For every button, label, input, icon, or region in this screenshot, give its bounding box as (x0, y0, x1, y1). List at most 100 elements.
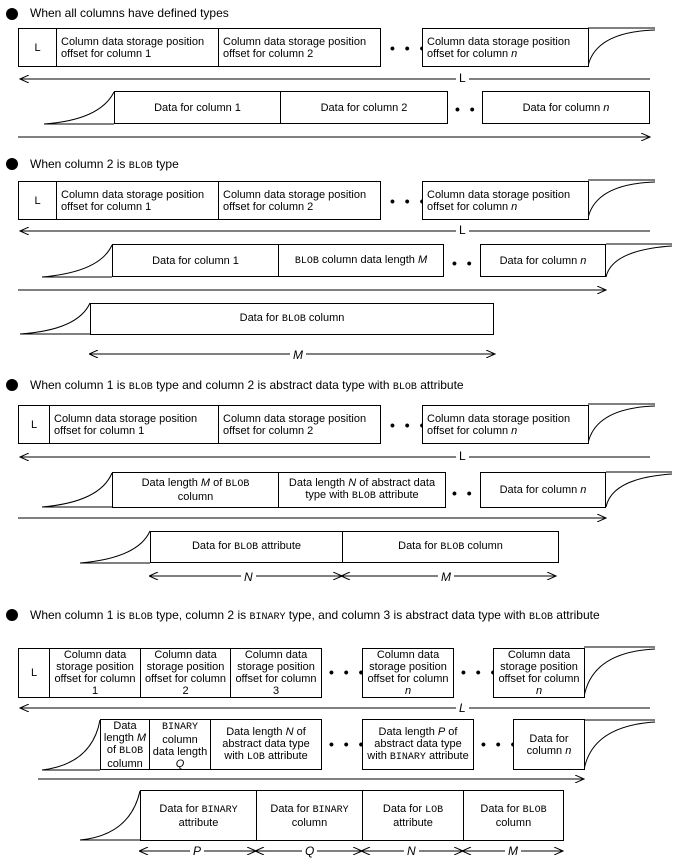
heading-code: BLOB (128, 612, 153, 623)
length-L-label: L (456, 702, 469, 714)
offset-label: Column data storage position offset for … (223, 188, 367, 213)
code-text: BLOB (225, 479, 250, 490)
offset-label: Column data storage position offset for … (427, 35, 571, 60)
binary-column-data-cell: Data for BINARY column (256, 790, 363, 841)
heading-text: type and column 2 is abstract data type … (152, 378, 393, 392)
data-cell-col1: Data for column 1 (112, 244, 279, 277)
data-label: column data length (318, 253, 418, 266)
data-label: Data for column (499, 484, 581, 496)
data-label: Data for (159, 802, 202, 815)
abstract-binary-length-cell: Data length P of abstract data type with… (362, 719, 474, 770)
code-text: BLOB (522, 804, 547, 816)
data-label: of (210, 477, 226, 489)
data-label: of abstract data type with (305, 477, 436, 501)
code-text: BINARY (389, 751, 426, 763)
offset-cell-coln-a: Column data storage position offset for … (362, 648, 454, 698)
section-4-heading: When column 1 is BLOB type, column 2 is … (30, 608, 680, 625)
n-var: N (348, 477, 357, 489)
data-label: Data for column 1 (154, 101, 241, 114)
m-var: M (136, 731, 147, 744)
code-text: BLOB (234, 542, 259, 553)
section-2-heading: When column 2 is BLOB type (30, 157, 179, 174)
data-label: column (107, 757, 143, 770)
data-label: Data for (191, 540, 235, 552)
blob-column-data-cell: Data for BLOB column (463, 790, 564, 841)
m-var: M (200, 477, 211, 489)
abstract-length-cell: Data length N of abstract data type with… (278, 472, 446, 508)
code-text: BLOB (119, 745, 144, 757)
heading-code: BLOB (528, 612, 553, 623)
data-label: attribute (425, 749, 469, 762)
blob-column-data-cell: Data for BLOB column (342, 531, 559, 563)
n-var: n (580, 254, 587, 267)
code-text: BINARY (312, 804, 349, 816)
heading-text: type (152, 157, 179, 171)
heading-code: BLOB (128, 382, 153, 393)
heading-text: When column 1 is (30, 608, 129, 622)
binary-length-cell: BINARY column data length Q (149, 719, 211, 770)
ellipsis: • • • (390, 40, 428, 56)
length-mark: L (34, 41, 41, 54)
blob-length-cell: Data length M of BLOB column (112, 472, 279, 508)
header-length-cell: L (18, 28, 57, 67)
data-label: Data for column 1 (152, 254, 239, 267)
data-label: Data for (239, 312, 282, 324)
offset-label: Column data storage position offset for … (54, 412, 198, 437)
heading-code: BLOB (128, 161, 153, 172)
data-cell-coln: Data for column n (480, 244, 606, 277)
data-label: column (464, 540, 503, 552)
offset-cell-col2: Column data storage position offset for … (218, 181, 381, 220)
n-var: n (535, 685, 543, 697)
ellipsis: • • • (461, 664, 499, 680)
data-label: Data for (398, 540, 441, 552)
data-label: Data for column (499, 254, 581, 267)
n-var: n (511, 200, 518, 213)
offset-cell-col2: Column data storage position offset for … (140, 648, 231, 698)
length-N-label: N (241, 571, 256, 583)
data-label: Data for column (526, 732, 569, 757)
heading-text: type, column 2 is (152, 608, 250, 622)
data-cell-col2: Data for column 2 (280, 91, 448, 124)
header-length-cell: L (18, 648, 50, 698)
section-3-heading: When column 1 is BLOB type and column 2 … (30, 378, 464, 395)
blob-length-cell: Data length M of BLOB column (100, 719, 150, 770)
blob-attribute-data-cell: Data for BLOB attribute (150, 531, 343, 563)
data-label: column (177, 491, 214, 503)
length-L-label: L (456, 450, 469, 462)
data-label: Data for column (522, 101, 604, 114)
data-label: attribute (258, 540, 301, 552)
offset-label: Column data storage position offset for … (61, 188, 205, 213)
n-var: n (565, 744, 572, 757)
length-M-label: M (290, 349, 306, 361)
offset-cell-col2: Column data storage position offset for … (218, 405, 381, 444)
data-label: column (495, 816, 532, 829)
data-label: Data length (226, 725, 286, 738)
n-var: n (404, 685, 412, 697)
n-var: n (511, 424, 518, 437)
n-var: N (285, 725, 294, 738)
offset-label: Column data storage position offset for … (223, 412, 367, 437)
data-cell-coln: Data for column n (513, 719, 585, 770)
length-L-label: L (456, 224, 469, 236)
n-var: n (603, 101, 610, 114)
length-mark: L (30, 418, 38, 431)
heading-code: BLOB (392, 382, 417, 393)
data-label: column (305, 312, 345, 324)
n-var: n (580, 484, 587, 496)
header-length-cell: L (18, 181, 57, 220)
code-text: BLOB (294, 255, 319, 267)
offset-label: Column data storage position offset for … (223, 35, 367, 60)
heading-text: attribute (552, 608, 600, 622)
code-text: BLOB (281, 314, 306, 325)
ellipsis: • • • (390, 417, 428, 433)
n-var: n (511, 47, 518, 60)
offset-cell-col1: Column data storage position offset for … (49, 648, 141, 698)
data-label: Data length (378, 725, 438, 738)
data-label: attribute (178, 816, 219, 829)
data-label: Data length (288, 477, 349, 489)
blob-data-cell: Data for BLOB column (90, 303, 494, 335)
data-label: of abstract data type with (367, 725, 462, 762)
heading-code: BINARY (249, 612, 286, 623)
length-M-label: M (438, 571, 454, 583)
offset-label: Column data storage position offset for … (235, 649, 317, 697)
